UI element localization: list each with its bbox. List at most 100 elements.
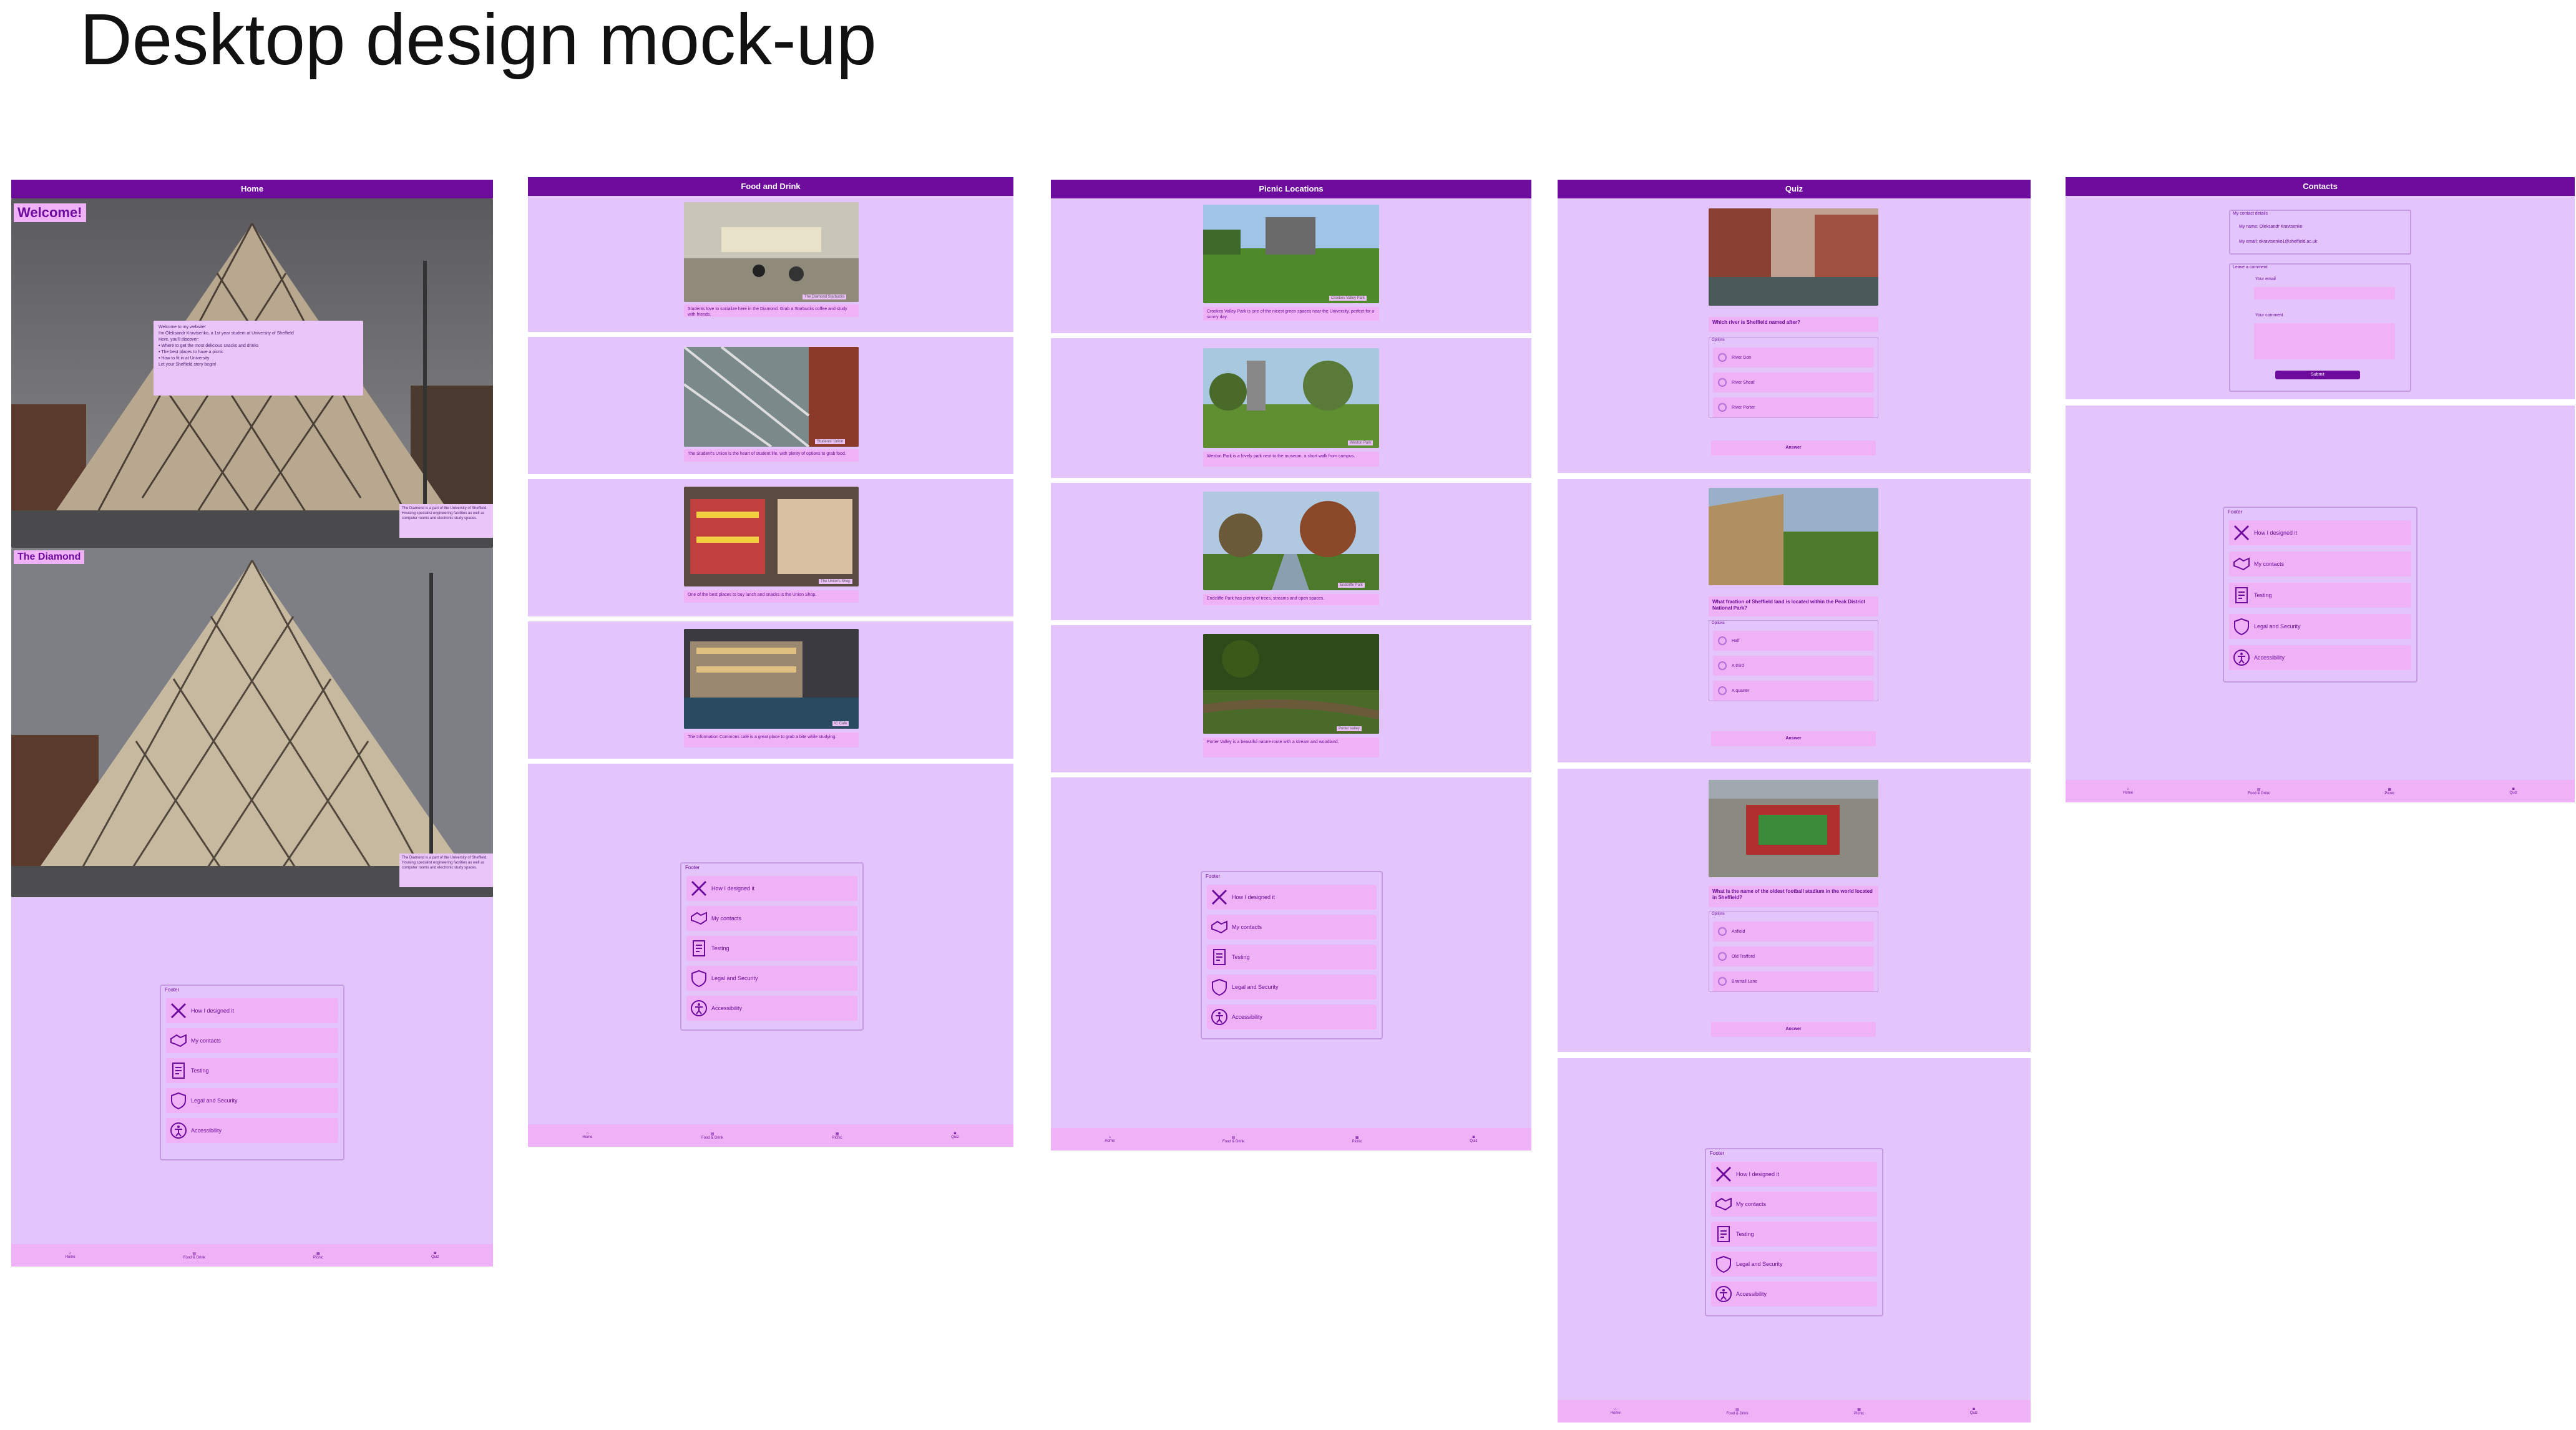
nav-picnic[interactable]: ▦Picnic: [832, 1132, 842, 1140]
nav-label: Home: [582, 1136, 593, 1139]
nav-food[interactable]: ▤Food & Drink: [1222, 1136, 1244, 1144]
design-tools-icon: [686, 876, 711, 901]
footer-item-testing[interactable]: Testing: [2229, 583, 2411, 608]
quiz-option[interactable]: Bramall Lane: [1713, 971, 1874, 991]
food-icon: ▤: [192, 1252, 197, 1256]
footer-item-testing[interactable]: Testing: [1711, 1222, 1877, 1247]
nav-home[interactable]: ⌂Home: [2123, 787, 2133, 795]
footer-item-how-designed[interactable]: How I designed it: [686, 876, 857, 901]
nav-quiz[interactable]: ◙Quiz: [431, 1252, 439, 1259]
footer-item-label: My contacts: [191, 1038, 222, 1044]
footer-item-how-designed[interactable]: How I designed it: [1711, 1162, 1877, 1187]
submit-button[interactable]: Submit: [2275, 371, 2360, 379]
email-input[interactable]: [2254, 287, 2395, 299]
answer-button[interactable]: Answer: [1711, 1022, 1876, 1037]
footer-item-how-designed[interactable]: How I designed it: [2229, 520, 2411, 545]
option-label: Bramall Lane: [1732, 979, 1758, 984]
footer-item-label: How I designed it: [191, 1008, 235, 1014]
nav-picnic[interactable]: ▦Picnic: [1854, 1408, 1864, 1416]
divider: [1051, 620, 1531, 625]
footer-item-label: Accessibility: [191, 1127, 222, 1134]
radio-icon: [1718, 661, 1727, 670]
footer-item-legal[interactable]: Legal and Security: [1711, 1252, 1877, 1277]
footer-item-testing[interactable]: Testing: [1207, 945, 1377, 970]
divider: [528, 332, 1013, 337]
handshake-icon: [2229, 552, 2254, 576]
option-label: Old Trafford: [1732, 954, 1755, 959]
nav-quiz[interactable]: ◙Quiz: [1970, 1408, 1978, 1415]
footer-item-how-designed[interactable]: How I designed it: [166, 998, 338, 1023]
nav-food[interactable]: ▤Food & Drink: [701, 1132, 723, 1140]
quiz-options-2: Options Half A third A quarter: [1709, 620, 1878, 701]
quiz-option[interactable]: River Sheaf: [1713, 372, 1874, 392]
option-label: River Porter: [1732, 405, 1755, 410]
nav-picnic[interactable]: ▦Picnic: [2384, 787, 2394, 795]
picnic-credit-2: Weston Park: [1348, 440, 1373, 445]
food-photo-1: [684, 202, 859, 302]
document-icon: [166, 1058, 191, 1083]
picnic-title-bar: Picnic Locations: [1051, 180, 1531, 198]
nav-home[interactable]: ⌂Home: [1611, 1408, 1621, 1415]
nav-food[interactable]: ▤Food & Drink: [1726, 1408, 1748, 1416]
footer-item-label: How I designed it: [2254, 530, 2298, 536]
footer-item-accessibility[interactable]: Accessibility: [2229, 645, 2411, 670]
nav-home[interactable]: ⌂Home: [582, 1132, 592, 1139]
page-title: Desktop design mock-up: [80, 0, 877, 80]
nav-label: Home: [1610, 1411, 1621, 1415]
quiz-option[interactable]: River Porter: [1713, 397, 1874, 417]
options-label: Options: [1712, 912, 1725, 916]
quiz-option[interactable]: Old Trafford: [1713, 946, 1874, 966]
comment-input[interactable]: [2254, 323, 2395, 359]
nav-quiz[interactable]: ◙Quiz: [1470, 1136, 1477, 1143]
footer-item-contacts[interactable]: My contacts: [686, 906, 857, 931]
quiz-option[interactable]: Anfield: [1713, 922, 1874, 941]
answer-button[interactable]: Answer: [1711, 440, 1876, 455]
footer-item-contacts[interactable]: My contacts: [2229, 552, 2411, 576]
quiz-option[interactable]: A third: [1713, 656, 1874, 676]
bottom-nav: ⌂Home ▤Food & Drink ▦Picnic ◙Quiz: [2066, 780, 2575, 802]
radio-icon: [1718, 927, 1727, 936]
footer-item-accessibility[interactable]: Accessibility: [686, 996, 857, 1021]
footer-item-contacts[interactable]: My contacts: [1207, 915, 1377, 940]
food-title-bar: Food and Drink: [528, 177, 1013, 196]
quiz-question-3: What is the name of the oldest football …: [1709, 886, 1878, 907]
footer-item-how-designed[interactable]: How I designed it: [1207, 885, 1377, 910]
footer-item-accessibility[interactable]: Accessibility: [166, 1118, 338, 1143]
footer-item-testing[interactable]: Testing: [166, 1058, 338, 1083]
divider: [1051, 333, 1531, 338]
food-credit-1: The Diamond Starbucks: [803, 294, 847, 299]
footer-item-legal[interactable]: Legal and Security: [1207, 975, 1377, 1000]
nav-label: Food & Drink: [1222, 1139, 1244, 1144]
footer-item-legal[interactable]: Legal and Security: [686, 966, 857, 991]
nav-label: Picnic: [1854, 1411, 1865, 1416]
footer-item-legal[interactable]: Legal and Security: [166, 1088, 338, 1113]
picnic-credit-1: Crookes Valley Park: [1329, 296, 1367, 301]
nav-picnic[interactable]: ▦Picnic: [1352, 1136, 1362, 1144]
quiz-option[interactable]: Half: [1713, 631, 1874, 651]
footer-item-accessibility[interactable]: Accessibility: [1711, 1282, 1877, 1306]
footer-item-accessibility[interactable]: Accessibility: [1207, 1004, 1377, 1029]
quiz-option[interactable]: River Don: [1713, 348, 1874, 367]
option-label: River Don: [1732, 355, 1752, 360]
shield-icon: [166, 1088, 191, 1113]
nav-food[interactable]: ▤Food & Drink: [2248, 787, 2270, 795]
nav-food[interactable]: ▤Food & Drink: [183, 1252, 205, 1260]
document-icon: [686, 936, 711, 961]
footer-item-contacts[interactable]: My contacts: [166, 1028, 338, 1053]
nav-quiz[interactable]: ◙Quiz: [951, 1132, 959, 1139]
footer-item-testing[interactable]: Testing: [686, 936, 857, 961]
quiz-option[interactable]: A quarter: [1713, 681, 1874, 701]
accessibility-icon: [1207, 1004, 1232, 1029]
answer-button[interactable]: Answer: [1711, 731, 1876, 746]
design-tools-icon: [1711, 1162, 1736, 1187]
nav-picnic[interactable]: ▦Picnic: [313, 1252, 323, 1260]
nav-home[interactable]: ⌂Home: [1105, 1136, 1115, 1143]
footer-item-label: Testing: [191, 1068, 209, 1074]
nav-home[interactable]: ⌂Home: [66, 1252, 76, 1259]
document-icon: [1711, 1222, 1736, 1247]
nav-quiz[interactable]: ◙Quiz: [2510, 787, 2517, 795]
footer-item-legal[interactable]: Legal and Security: [2229, 614, 2411, 639]
footer-item-contacts[interactable]: My contacts: [1711, 1192, 1877, 1217]
design-tools-icon: [2229, 520, 2254, 545]
nav-label: Quiz: [2509, 791, 2517, 795]
